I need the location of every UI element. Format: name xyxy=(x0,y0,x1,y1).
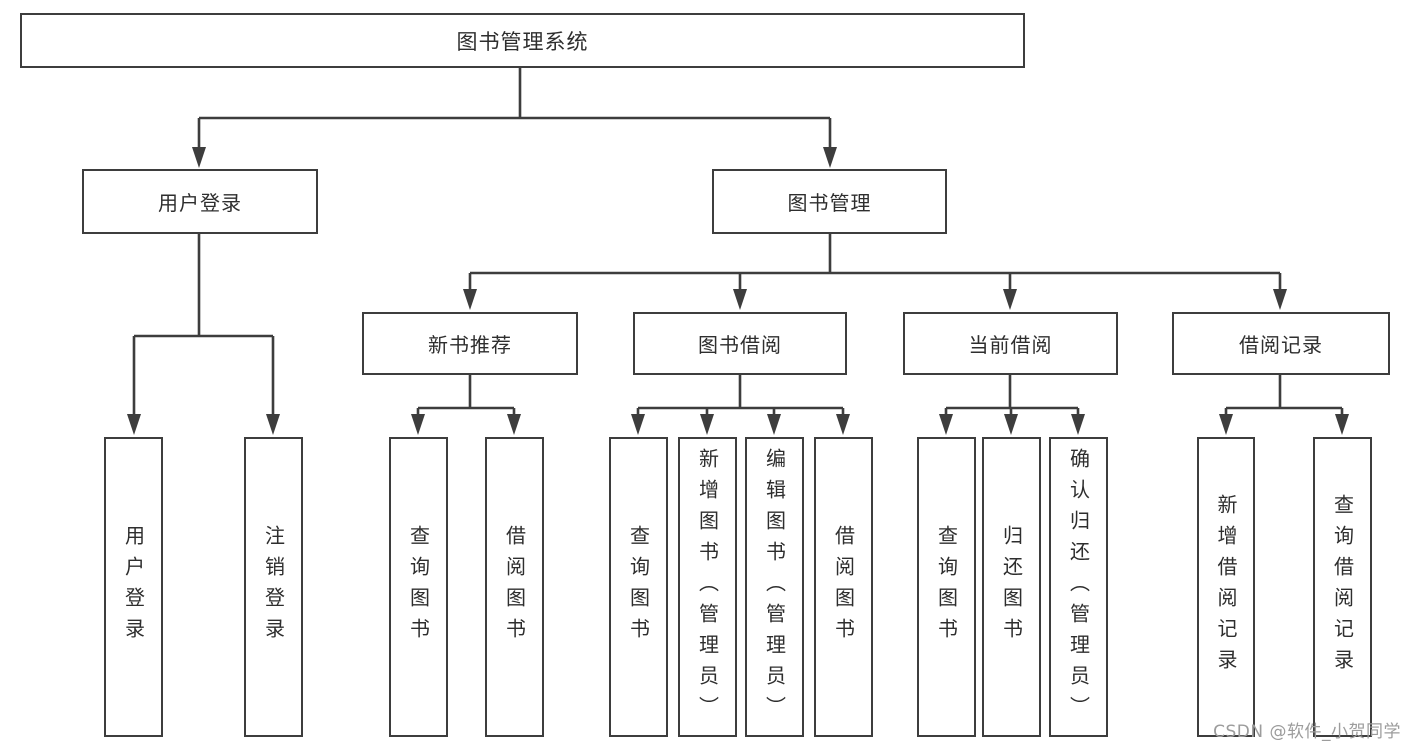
node-borrow-records: 借阅记录 xyxy=(1172,312,1390,375)
node-book-borrow: 图书借阅 xyxy=(633,312,847,375)
leaf-query-books-borrow: 查询图书 xyxy=(609,437,668,737)
leaf-add-books-admin: 新增图书（管理员） xyxy=(678,437,737,737)
leaf-borrow-books: 借阅图书 xyxy=(814,437,873,737)
leaf-borrow-books-recommend: 借阅图书 xyxy=(485,437,544,737)
leaf-logout: 注销登录 xyxy=(244,437,303,737)
csdn-watermark: CSDN @软件_小贺同学 xyxy=(1213,722,1401,742)
leaf-query-books-recommend: 查询图书 xyxy=(389,437,448,737)
leaf-query-borrow-record: 查询借阅记录 xyxy=(1313,437,1372,737)
leaf-query-books-current: 查询图书 xyxy=(917,437,976,737)
node-library-system: 图书管理系统 xyxy=(20,13,1025,68)
node-book-management: 图书管理 xyxy=(712,169,947,234)
leaf-add-borrow-record: 新增借阅记录 xyxy=(1197,437,1255,737)
node-current-borrow: 当前借阅 xyxy=(903,312,1118,375)
leaf-confirm-return-admin: 确认归还（管理员） xyxy=(1049,437,1108,737)
leaf-user-login: 用户登录 xyxy=(104,437,163,737)
leaf-return-books: 归还图书 xyxy=(982,437,1041,737)
node-user-login: 用户登录 xyxy=(82,169,318,234)
node-new-book-recommend: 新书推荐 xyxy=(362,312,578,375)
leaf-edit-books-admin: 编辑图书（管理员） xyxy=(745,437,804,737)
